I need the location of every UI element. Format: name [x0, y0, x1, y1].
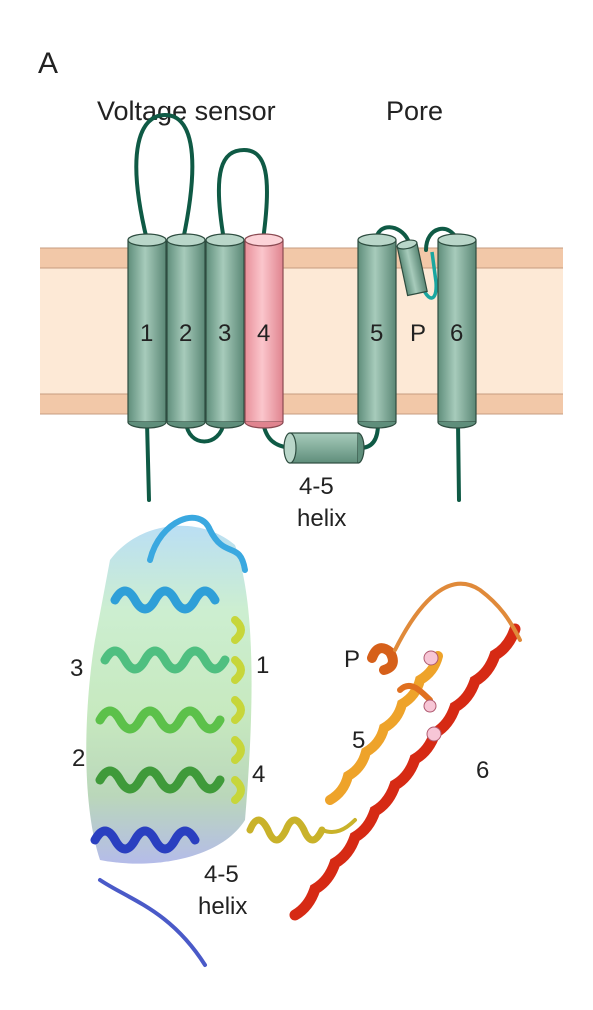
- voltage-sensor-heading: Voltage sensor: [97, 96, 276, 126]
- helix-s4: [244, 233, 284, 429]
- structure-label-6: 6: [476, 757, 489, 784]
- structure-label-p: P: [344, 646, 360, 673]
- schematic-label-p: P: [410, 320, 426, 347]
- helix-s3: [205, 233, 245, 429]
- schematic-linker-label-line1: 4-5: [299, 473, 334, 500]
- pore-helix: [396, 239, 428, 297]
- helix-s2: [166, 233, 206, 429]
- structure-label-2: 2: [72, 745, 85, 772]
- schematic-label-3: 3: [218, 320, 231, 347]
- structure-linker-label-line2: helix: [198, 893, 247, 920]
- membrane: [40, 247, 563, 415]
- ion-site: [423, 699, 437, 713]
- ion-site: [426, 726, 442, 742]
- schematic-label-5: 5: [370, 320, 383, 347]
- helix-s6: [437, 233, 477, 429]
- ribbon-structure: [86, 514, 522, 967]
- loops: [134, 112, 461, 502]
- schematic-label-4: 4: [257, 320, 270, 347]
- structure-linker-label-line1: 4-5: [204, 861, 239, 888]
- schematic-linker-label-line2: helix: [297, 505, 346, 532]
- structure-label-4: 4: [252, 761, 265, 788]
- schematic-label-2: 2: [179, 320, 192, 347]
- helix-s5: [357, 233, 397, 429]
- schematic-label-6: 6: [450, 320, 463, 347]
- linker-helix: [283, 432, 365, 464]
- structure-label-3: 3: [70, 655, 83, 682]
- structure-label-5: 5: [352, 727, 365, 754]
- helix-s1: [127, 233, 167, 429]
- ion-site: [423, 650, 439, 666]
- structure-label-1: 1: [256, 652, 269, 679]
- panel-label: A: [38, 47, 58, 80]
- schematic-label-1: 1: [140, 320, 153, 347]
- pore-heading: Pore: [386, 96, 443, 126]
